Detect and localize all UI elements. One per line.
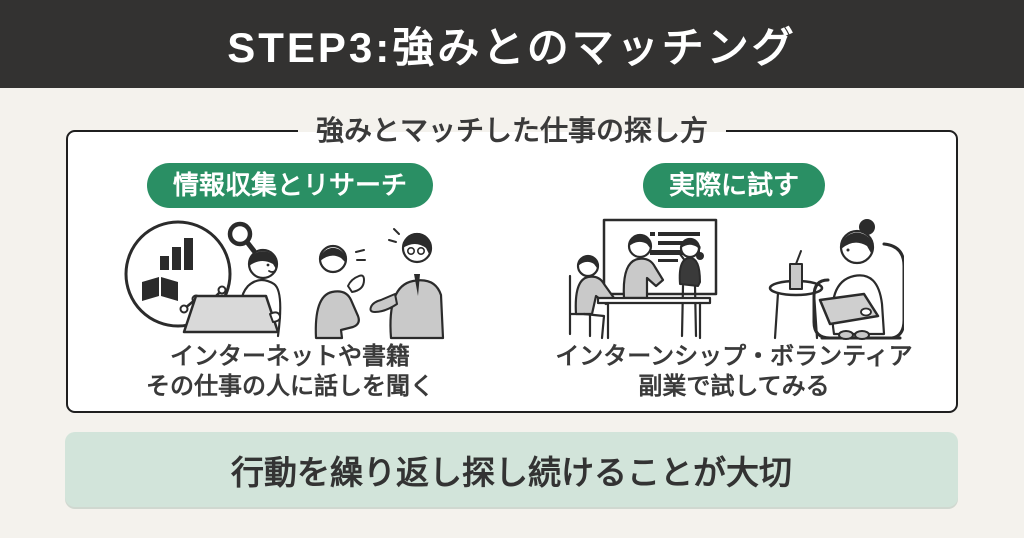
page-title: STEP3:強みとのマッチング: [227, 23, 797, 71]
column-try: 実際に試す: [512, 132, 956, 411]
drink-glyph: [789, 263, 803, 291]
column-research: 情報収集とリサーチ: [68, 132, 512, 411]
interview-illustration: [314, 228, 445, 340]
caption-line: 副業で試してみる: [638, 373, 830, 401]
research-badge: 情報収集とリサーチ: [146, 163, 433, 209]
workshop-illustration: [568, 218, 718, 340]
person-at-laptop: [182, 249, 282, 338]
try-badge: 実際に試す: [642, 163, 825, 209]
footer-message: 行動を繰り返し探し続けることが大切: [231, 453, 792, 491]
caption-line: インターネットや書籍: [170, 343, 410, 371]
methods-panel: 強みとマッチした仕事の探し方 情報収集とリサーチ: [66, 111, 958, 413]
header-bar: STEP3:強みとのマッチング: [0, 0, 1024, 88]
research-caption: インターネットや書籍 その仕事の人に話しを聞く: [146, 342, 434, 402]
panel-title: 強みとマッチした仕事の探し方: [297, 111, 727, 151]
panel-columns: 情報収集とリサーチ: [68, 132, 956, 411]
try-caption: インターンシップ・ボランティア 副業で試してみる: [555, 342, 912, 402]
remote-work-illustration: [768, 219, 904, 341]
laptop-glyph: [818, 292, 880, 326]
research-illustration-group: [124, 220, 445, 340]
laptop-glyph: [182, 294, 280, 334]
try-illustration-group: [568, 218, 904, 341]
caption-line: その仕事の人に話しを聞く: [146, 373, 434, 401]
footer-note: 行動を繰り返し探し続けることが大切: [65, 432, 958, 507]
research-illustration: [124, 220, 282, 338]
magnifier-icon: [227, 221, 257, 254]
bar-chart-glyph: [160, 238, 193, 271]
caption-line: インターンシップ・ボランティア: [555, 343, 913, 371]
armchair-glyph: [812, 242, 904, 340]
open-book-glyph: [142, 277, 178, 302]
